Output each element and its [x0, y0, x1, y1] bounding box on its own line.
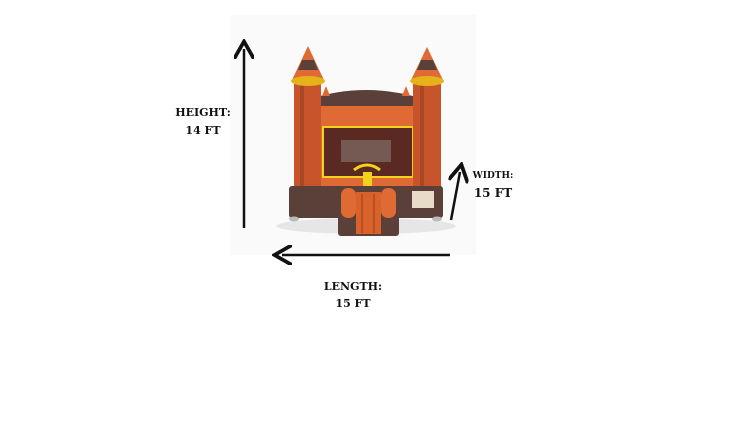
width-label: WIDTH: [472, 171, 514, 181]
height-label: HEIGHT: [175, 106, 231, 119]
length-label: LENGTH: [323, 280, 383, 293]
height-value: 14 FT [185, 124, 221, 137]
width-arrow [451, 172, 460, 221]
width-value: 15 FT [473, 186, 513, 200]
bounce-house [289, 46, 444, 236]
length-value: 15 FT [335, 297, 371, 310]
